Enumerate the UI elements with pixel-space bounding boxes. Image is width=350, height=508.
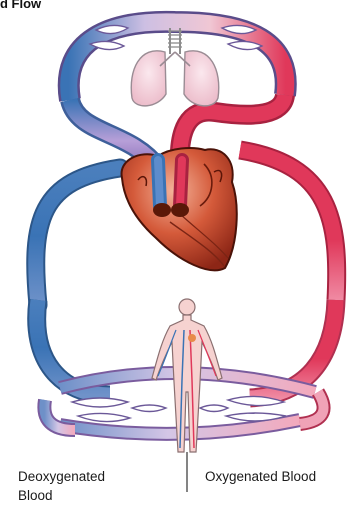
heart-illustration xyxy=(122,148,237,270)
deoxygenated-blood-label: Deoxygenated Blood xyxy=(18,467,128,505)
lungs-illustration xyxy=(131,28,219,106)
oxygenated-blood-label: Oxygenated Blood xyxy=(205,467,316,486)
systemic-vein-left xyxy=(36,168,120,305)
